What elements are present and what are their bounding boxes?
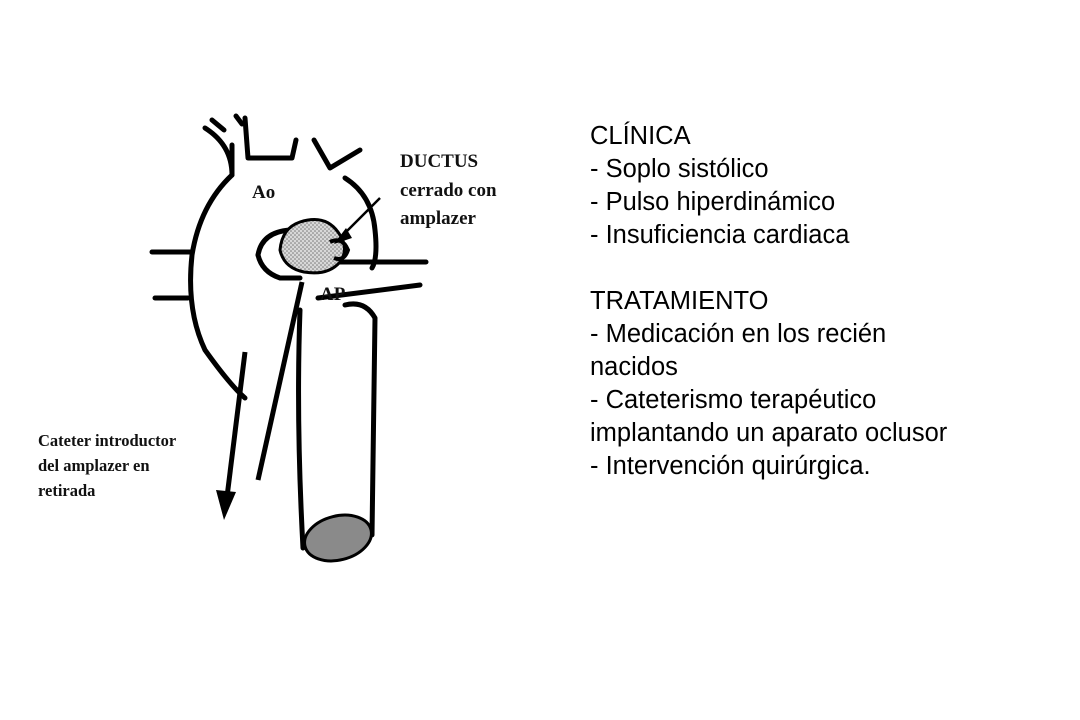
svg-text:del amplazer en: del amplazer en xyxy=(38,456,150,475)
clinical-info-text: CLÍNICA - Soplo sistólico - Pulso hiperd… xyxy=(590,120,1070,483)
pulmonary-artery-upper xyxy=(255,252,303,281)
clinica-item: - Soplo sistólico xyxy=(590,155,769,183)
descending-right-wall xyxy=(342,301,378,538)
tratamiento-line: - Medicación en los recién xyxy=(590,320,887,348)
label-ap: AP xyxy=(320,284,346,305)
section-spacer xyxy=(590,252,1070,285)
brachiocephalic-right-wall xyxy=(242,115,299,161)
tratamiento-heading: TRATAMIENTO xyxy=(590,287,769,315)
tratamiento-line: - Intervención quirúrgica. xyxy=(590,452,871,480)
tratamiento-line: nacidos xyxy=(590,353,678,381)
descending-left-wall xyxy=(296,307,306,551)
aorta-outline xyxy=(149,113,429,551)
vessel-mark-2 xyxy=(233,113,245,127)
svg-text:Cateter introductor: Cateter introductor xyxy=(38,431,176,450)
vessel-mark-1 xyxy=(209,117,227,133)
catheter-line xyxy=(255,281,305,481)
label-ductus: DUCTUS cerrado con amplazer xyxy=(400,151,497,229)
pulmonary-artery-branch-bottom xyxy=(315,282,423,301)
label-ao: Ao xyxy=(252,182,275,203)
svg-text:DUCTUS: DUCTUS xyxy=(400,151,478,172)
label-catheter: Cateter introductor del amplazer en reti… xyxy=(38,431,176,500)
vessel-cut-end xyxy=(303,513,373,563)
tratamiento-line: implantando un aparato oclusor xyxy=(590,419,948,447)
clinica-item: - Pulso hiperdinámico xyxy=(590,188,836,216)
clinica-heading: CLÍNICA xyxy=(590,122,691,150)
subclavian-wall xyxy=(342,175,379,271)
left-carotid-wall xyxy=(311,137,363,171)
arrow-icon xyxy=(216,351,248,520)
amplatzer-device xyxy=(278,218,346,275)
ductus-pointer-icon xyxy=(334,197,381,244)
svg-text:cerrado con: cerrado con xyxy=(400,180,497,201)
tratamiento-line: - Cateterismo terapéutico xyxy=(590,386,877,414)
clinica-item: - Insuficiencia cardiaca xyxy=(590,221,850,249)
svg-text:amplazer: amplazer xyxy=(400,208,477,229)
device-inner-hook xyxy=(329,238,351,261)
svg-text:retirada: retirada xyxy=(38,481,95,500)
aorta-outer-wall xyxy=(188,125,248,401)
